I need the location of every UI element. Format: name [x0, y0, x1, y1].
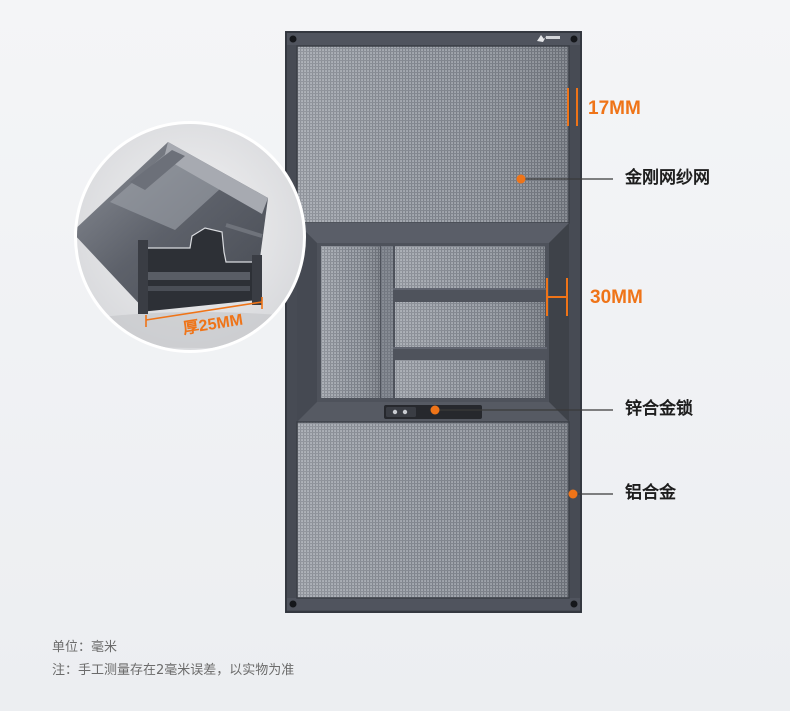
profile-closeup — [74, 121, 306, 353]
frame-callout-label: 铝合金 — [625, 483, 676, 503]
corner-screws — [289, 35, 578, 608]
disclaimer-note: 注：手工测量存在2毫米误差，以实物为准 — [52, 663, 295, 678]
callout-leaders — [430, 174, 613, 499]
unit-note: 单位：毫米 — [52, 640, 118, 655]
lower-mesh-panel — [296, 421, 570, 599]
mesh-callout-label: 金刚网纱网 — [625, 168, 710, 188]
frame-width-label: 17MM — [588, 98, 641, 119]
upper-mesh-panel — [296, 45, 570, 224]
lock-callout-label: 锌合金锁 — [625, 399, 693, 419]
dim-marker-30mm — [546, 278, 568, 316]
middle-mesh-panel — [321, 246, 547, 398]
screen-door — [285, 31, 582, 613]
dim-marker-17mm — [567, 88, 578, 126]
brand-logo-icon — [537, 35, 560, 42]
sash-width-label: 30MM — [590, 287, 643, 308]
